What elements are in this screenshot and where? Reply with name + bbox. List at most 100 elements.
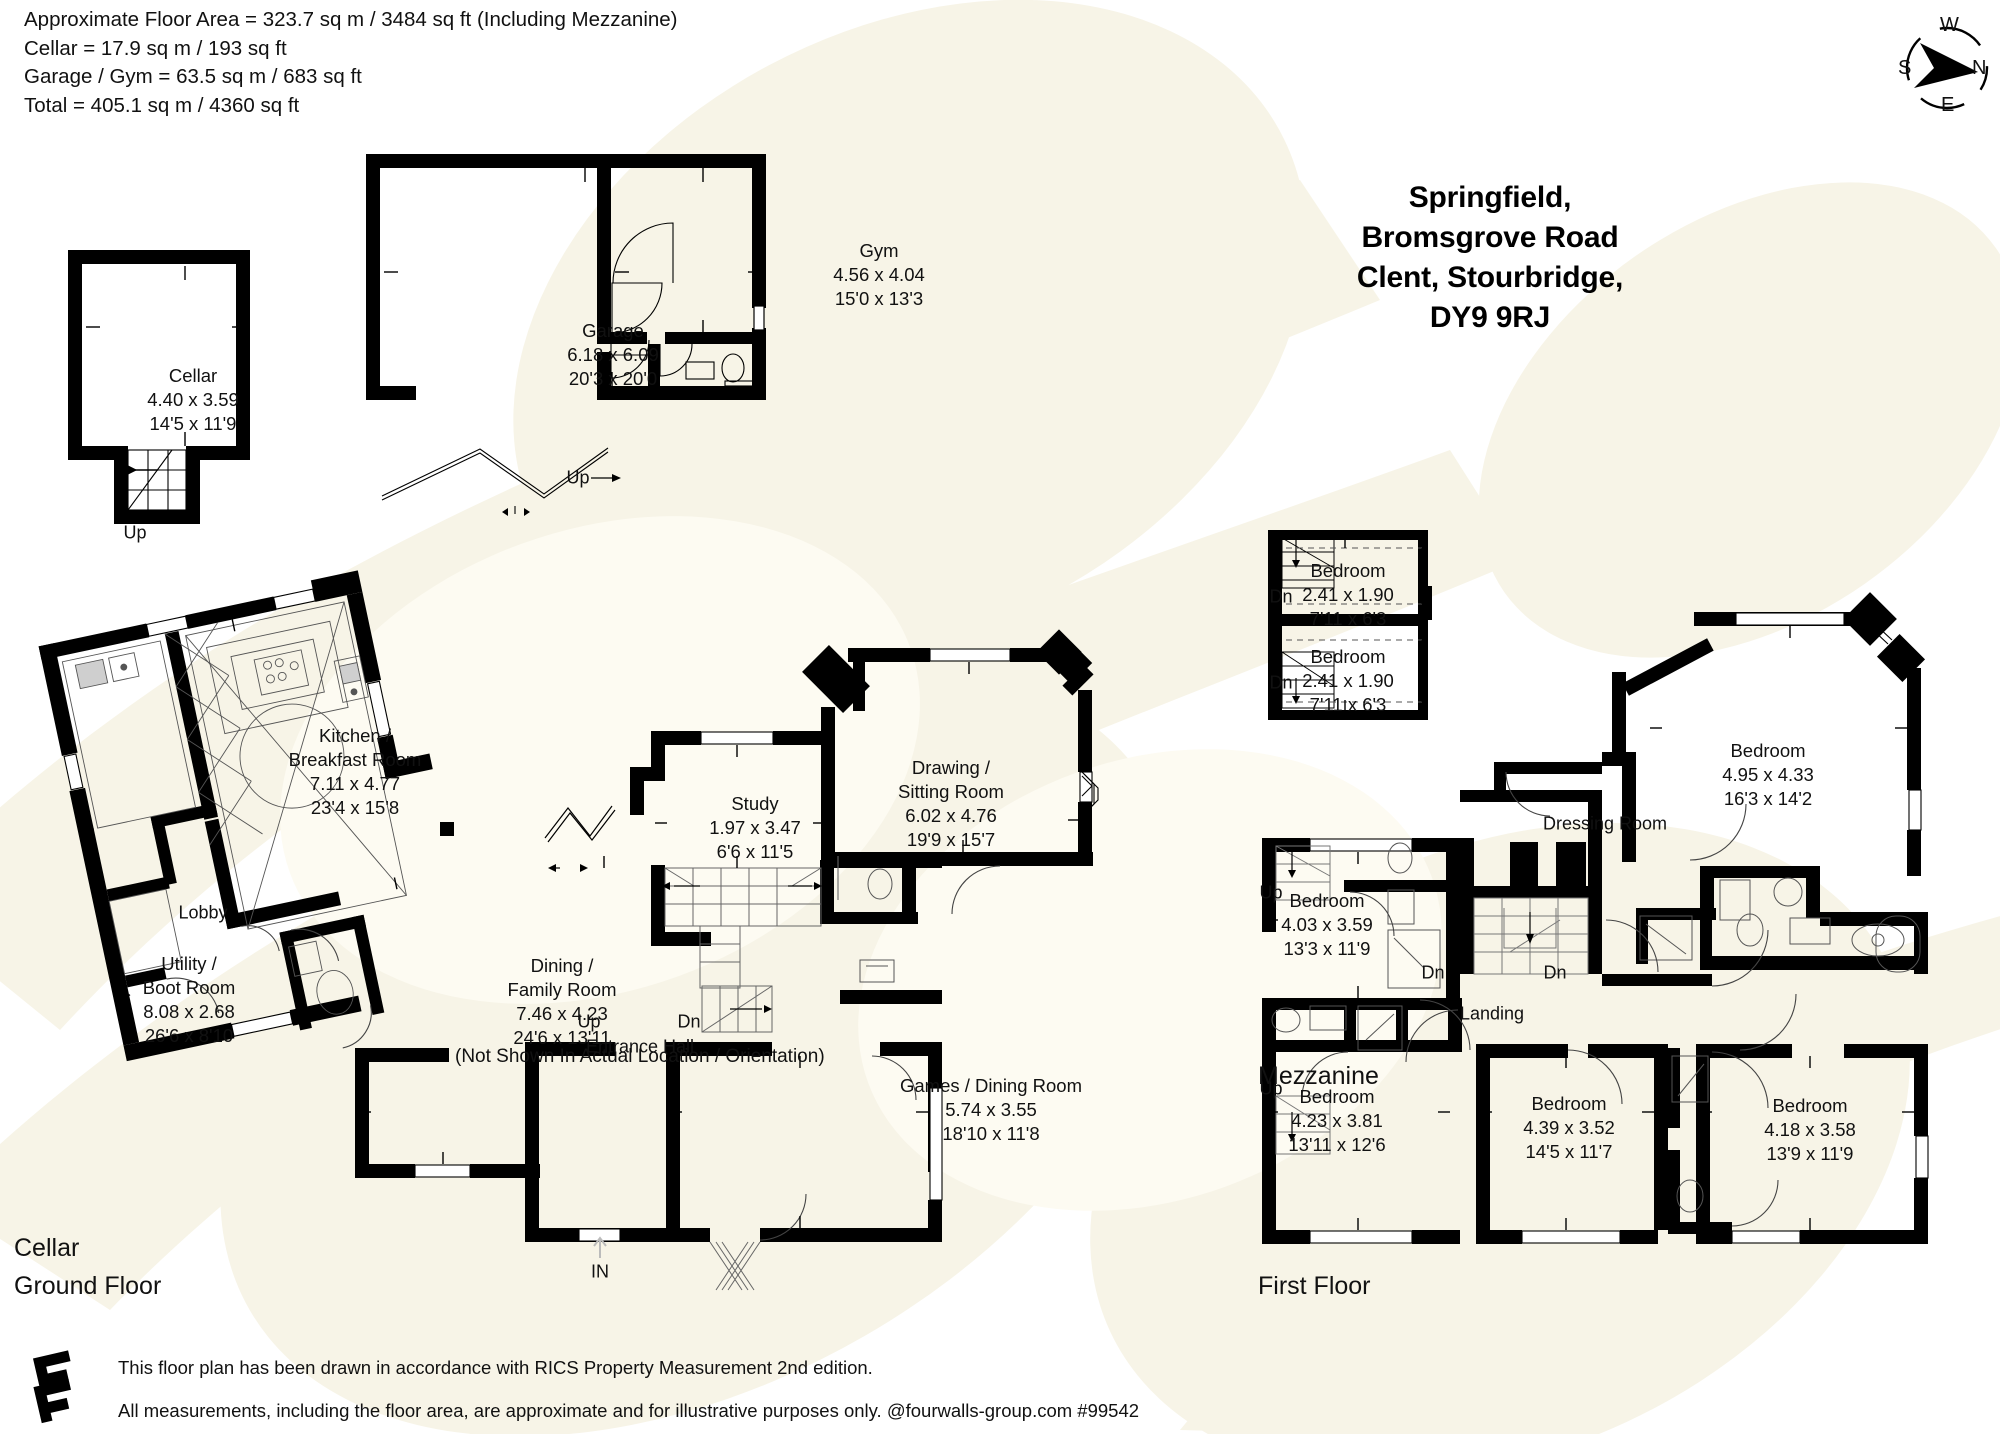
room-dimensions-imperial: 13'3 x 11'9 bbox=[1283, 938, 1371, 959]
room-dimensions-metric: 4.03 x 3.59 bbox=[1281, 914, 1373, 935]
room-dimensions-imperial: 24'6 x 13'11 bbox=[513, 1027, 611, 1048]
floor-area-summary: Approximate Floor Area = 323.7 sq m / 34… bbox=[24, 6, 678, 120]
footer-rics-note: This floor plan has been drawn in accord… bbox=[118, 1357, 873, 1378]
room-dimensions-metric: 2.41 x 1.90 bbox=[1302, 584, 1394, 605]
room-dimensions-metric: 5.74 x 3.55 bbox=[945, 1099, 1037, 1120]
area-summary-line-3: Garage / Gym = 63.5 sq m / 683 sq ft bbox=[24, 65, 362, 88]
room-dimensions-imperial: 7'11 x 6'3 bbox=[1309, 608, 1387, 629]
compass-label-top: W bbox=[1940, 14, 1959, 36]
room-name: Bedroom bbox=[1299, 1086, 1375, 1107]
compass-label-bottom: E bbox=[1941, 94, 1955, 116]
room-name: Family Room bbox=[507, 979, 617, 1000]
room-name: Kitchen / bbox=[318, 725, 391, 746]
plan-tag-ground-up: Up bbox=[577, 1011, 601, 1032]
plan-tag-first-up: Up bbox=[1259, 882, 1283, 903]
compass-label-left: S bbox=[1898, 57, 1912, 79]
room-dimensions-metric: 8.08 x 2.68 bbox=[143, 1001, 235, 1022]
area-summary-line-4: Total = 405.1 sq m / 4360 sq ft bbox=[24, 93, 300, 117]
plan-tag-first-up: Up bbox=[1259, 1078, 1283, 1099]
area-summary-line-2: Cellar = 17.9 sq m / 193 sq ft bbox=[24, 36, 287, 60]
plan-tag-cellar-up: Up bbox=[123, 522, 147, 543]
room-name: Garage bbox=[582, 320, 644, 341]
floor-label-first-floor: First Floor bbox=[1258, 1272, 1371, 1300]
room-dimensions-imperial: 6'6 x 11'5 bbox=[716, 841, 794, 862]
room-dimensions-imperial: 15'0 x 13'3 bbox=[834, 288, 924, 309]
room-dimensions-metric: 4.18 x 3.58 bbox=[1764, 1119, 1856, 1140]
room-dimensions-metric: 4.39 x 3.52 bbox=[1523, 1117, 1615, 1138]
room-dimensions-imperial: 18'10 x 11'8 bbox=[942, 1123, 1040, 1144]
plan-tag-mezzanine-dn: Dn bbox=[1269, 586, 1293, 607]
room-name: Bedroom bbox=[1310, 646, 1386, 667]
fourwalls-logo-icon bbox=[32, 1350, 71, 1424]
room-name: Games / Dining Room bbox=[900, 1075, 1082, 1096]
room-label-ground-0: Kitchen / Breakfast Room 7.11 x 4.77 23'4 x… bbox=[289, 724, 422, 820]
plan-tag-ground-lobby: Lobby bbox=[178, 902, 228, 923]
room-label-ground-4: Dining / Family Room 7.46 x 4.23 24'6 x 13'… bbox=[508, 954, 617, 1050]
room-label-ground-5: Games / Dining Room 5.74 x 3.55 18'10 x 11… bbox=[900, 1074, 1082, 1146]
room-name: Bedroom bbox=[1531, 1093, 1607, 1114]
room-label-ground-1: Utility / Boot Room 8.08 x 2.68 26'6 x 8'10 bbox=[143, 952, 236, 1048]
room-dimensions-metric: 2.41 x 1.90 bbox=[1302, 670, 1394, 691]
floor-label-cellar: Cellar bbox=[14, 1234, 80, 1262]
room-dimensions-imperial: 14'5 x 11'9 bbox=[149, 413, 237, 434]
room-name: Boot Room bbox=[142, 977, 236, 998]
title-line-4: DY9 9RJ bbox=[1429, 301, 1551, 334]
room-dimensions-metric: 7.11 x 4.77 bbox=[309, 773, 401, 794]
floor-label-mezzanine: Mezzanine bbox=[1258, 1062, 1379, 1090]
title-line-1: Springfield, bbox=[1408, 181, 1572, 214]
room-dimensions-imperial: 23'4 x 15'8 bbox=[310, 797, 400, 818]
room-name: Dining / bbox=[530, 955, 594, 976]
plan-tag-garage_block-up: Up bbox=[566, 467, 590, 488]
room-dimensions-imperial: 19'9 x 15'7 bbox=[906, 829, 996, 850]
room-name: Utility / bbox=[161, 953, 217, 974]
plan-tag-first-dn: Dn bbox=[1421, 962, 1445, 983]
plan-tag-ground-entrance-hall: Entrance Hall bbox=[585, 1036, 695, 1057]
footer-disclaimer: All measurements, including the floor ar… bbox=[118, 1400, 1140, 1421]
room-dimensions-imperial: 7'11 x 6'3 bbox=[1309, 694, 1387, 715]
plan-tag-mezzanine-dn: Dn bbox=[1269, 672, 1293, 693]
room-name: Bedroom bbox=[1730, 740, 1806, 761]
room-name: Cellar bbox=[168, 365, 218, 386]
room-name: Bedroom bbox=[1310, 560, 1386, 581]
plan-tag-first-dn: Dn bbox=[1543, 962, 1567, 983]
plan-tag-ground-dn: Dn bbox=[677, 1011, 701, 1032]
room-label-first-1: Bedroom 4.23 x 3.81 13'11 x 12'6 bbox=[1288, 1085, 1385, 1157]
room-name: Breakfast Room bbox=[288, 749, 422, 770]
floor-label-ground-floor: Ground Floor bbox=[14, 1272, 162, 1300]
area-summary-line-1: Approximate Floor Area = 323.7 sq m / 34… bbox=[24, 8, 678, 31]
compass-rose bbox=[1905, 26, 1989, 110]
title-line-3: Clent, Stourbridge, bbox=[1356, 261, 1624, 294]
room-dimensions-imperial: 26'6 x 8'10 bbox=[144, 1025, 234, 1046]
room-dimensions-imperial: 13'11 x 12'6 bbox=[1288, 1134, 1386, 1155]
plan-tag-first-landing: Landing bbox=[1459, 1003, 1525, 1024]
plan-tag-first-dressing-room: Dressing Room bbox=[1542, 813, 1668, 834]
room-dimensions-metric: 4.56 x 4.04 bbox=[833, 264, 925, 285]
room-label-first-2: Bedroom 4.95 x 4.33 16'3 x 14'2 bbox=[1722, 739, 1814, 811]
room-label-mezzanine-0: Bedroom 2.41 x 1.90 7'11 x 6'3 bbox=[1302, 559, 1394, 631]
room-label-mezzanine-1: Bedroom 2.41 x 1.90 7'11 x 6'3 bbox=[1302, 645, 1394, 717]
room-dimensions-imperial: 20'3 x 20'0 bbox=[568, 368, 658, 389]
room-name: Study bbox=[731, 793, 779, 814]
room-dimensions-imperial: 16'3 x 14'2 bbox=[1723, 788, 1813, 809]
room-name: Drawing / bbox=[911, 757, 991, 778]
room-dimensions-metric: 7.46 x 4.23 bbox=[516, 1003, 608, 1024]
room-dimensions-metric: 4.23 x 3.81 bbox=[1291, 1110, 1383, 1131]
room-dimensions-imperial: 13'9 x 11'9 bbox=[1766, 1143, 1854, 1164]
plan-tag-ground-in: IN bbox=[591, 1261, 609, 1282]
compass-label-right: N bbox=[1972, 57, 1987, 79]
room-name: Sitting Room bbox=[898, 781, 1004, 802]
room-dimensions-metric: 4.95 x 4.33 bbox=[1722, 764, 1814, 785]
